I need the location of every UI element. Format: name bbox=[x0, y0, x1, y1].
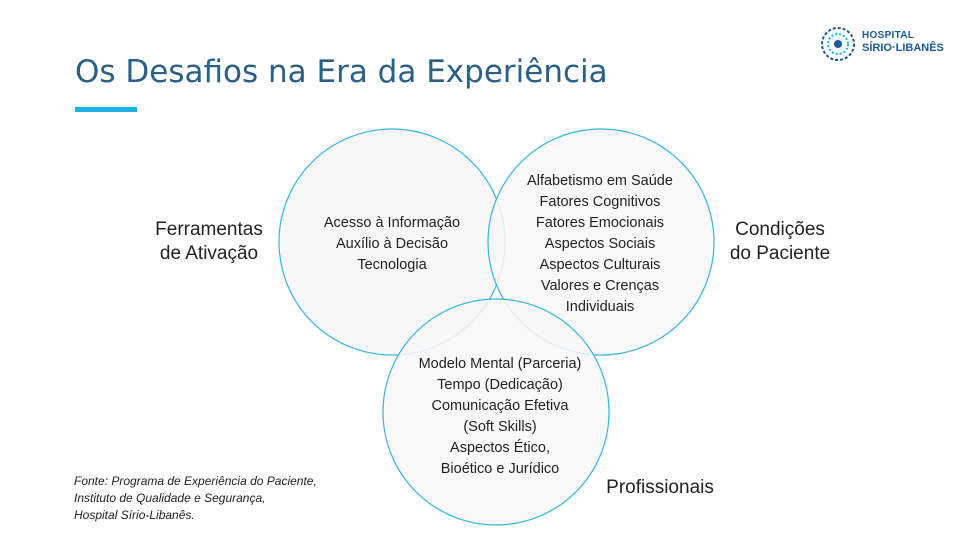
label-profissionais: Profissionais bbox=[606, 477, 714, 498]
page-title: Os Desafios na Era da Experiência bbox=[75, 54, 608, 90]
source-line-2: Instituto de Qualidade e Segurança, bbox=[74, 491, 266, 505]
item-bioetico-juridico: Bioético e Jurídico bbox=[440, 461, 560, 477]
item-tecnologia: Tecnologia bbox=[357, 257, 427, 273]
venn-circle-profissionais bbox=[382, 298, 610, 526]
item-aspectos-etico: Aspectos Ético, bbox=[450, 440, 550, 456]
item-individuais: Individuais bbox=[565, 299, 635, 315]
title-accent-bar bbox=[75, 107, 137, 112]
item-fatores-cognitivos: Fatores Cognitivos bbox=[539, 194, 661, 210]
item-aspectos-culturais: Aspectos Culturais bbox=[539, 257, 661, 273]
item-auxilio-decisao: Auxílio à Decisão bbox=[335, 236, 449, 252]
items-profissionais: Modelo Mental (Parceria) Tempo (Dedicaçã… bbox=[395, 354, 605, 480]
items-ferramentas: Acesso à Informação Auxílio à Decisão Te… bbox=[304, 213, 480, 276]
label-condicoes-line-1: Condições bbox=[735, 219, 825, 240]
item-soft-skills: (Soft Skills) bbox=[463, 419, 537, 435]
hospital-logo-text: HOSPITAL SÍRIO·LIBANÊS bbox=[862, 29, 944, 55]
item-alfabetismo-saude: Alfabetismo em Saúde bbox=[527, 173, 673, 189]
logo-line-1: HOSPITAL bbox=[862, 30, 915, 41]
venn-circle-condicoes bbox=[487, 128, 715, 356]
hospital-logo-emblem-icon bbox=[821, 27, 855, 61]
item-modelo-mental: Modelo Mental (Parceria) bbox=[418, 356, 582, 372]
hospital-logo: HOSPITAL SÍRIO·LIBANÊS bbox=[818, 24, 944, 64]
label-ferramentas-de-ativacao: Ferramentas de Ativação bbox=[140, 218, 278, 266]
label-condicoes-do-paciente: Condições do Paciente bbox=[715, 218, 845, 266]
item-valores-crencas: Valores e Crenças bbox=[540, 278, 660, 294]
items-condicoes: Alfabetismo em Saúde Fatores Cognitivos … bbox=[505, 171, 695, 318]
label-ferramentas-line-2: de Ativação bbox=[159, 243, 259, 264]
item-aspectos-sociais: Aspectos Sociais bbox=[544, 236, 656, 252]
label-condicoes-line-2: do Paciente bbox=[729, 243, 831, 264]
item-fatores-emocionais: Fatores Emocionais bbox=[535, 215, 665, 231]
item-acesso-informacao: Acesso à Informação bbox=[323, 215, 461, 231]
source-note: Fonte: Programa de Experiência do Pacien… bbox=[74, 473, 317, 524]
source-line-3: Hospital Sírio-Libanês. bbox=[74, 508, 195, 522]
item-comunicacao-efetiva: Comunicação Efetiva bbox=[431, 398, 569, 414]
source-line-1: Fonte: Programa de Experiência do Pacien… bbox=[74, 474, 317, 488]
item-tempo-dedicacao: Tempo (Dedicação) bbox=[437, 377, 563, 393]
label-ferramentas-line-1: Ferramentas bbox=[155, 219, 263, 240]
logo-line-2: SÍRIO·LIBANÊS bbox=[862, 42, 944, 54]
